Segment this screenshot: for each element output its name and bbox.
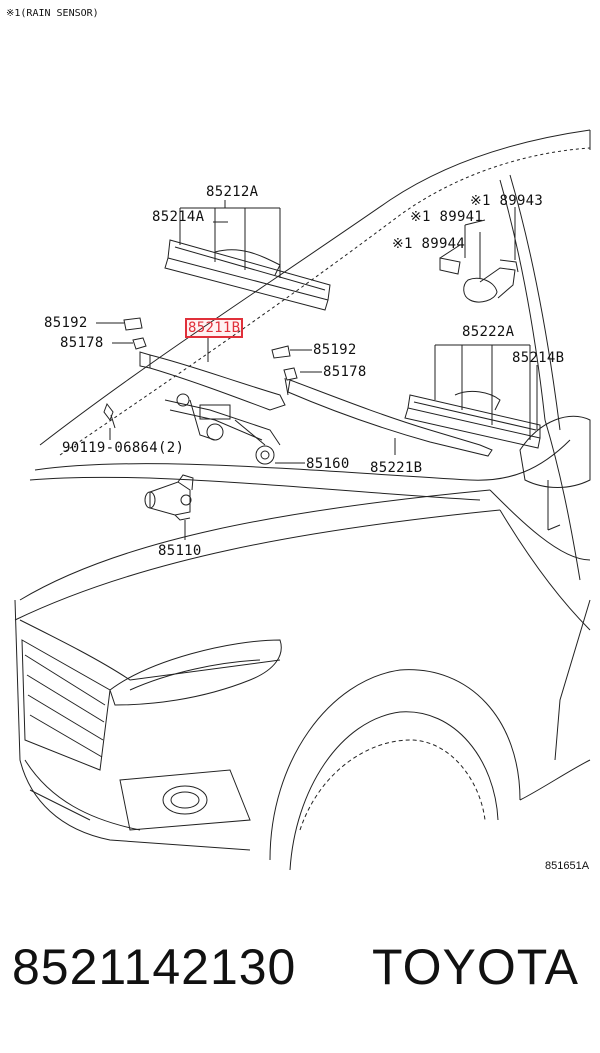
callout-85211B-highlighted[interactable]: 85211B: [185, 318, 244, 338]
rain-sensor-note: ※1(RAIN SENSOR): [6, 8, 99, 19]
callout-90119-06864[interactable]: 90119-06864(2): [62, 440, 185, 456]
callout-85214B[interactable]: 85214B: [512, 350, 565, 366]
callout-85212A[interactable]: 85212A: [206, 184, 259, 200]
callout-89943[interactable]: ※1 89943: [470, 193, 544, 209]
callout-85192-left[interactable]: 85192: [44, 315, 88, 331]
callout-85192-right[interactable]: 85192: [313, 342, 357, 358]
parts-diagram: ※1(RAIN SENSOR) 85212A 85214A ※1 89943 ※…: [0, 0, 600, 900]
callout-85110[interactable]: 85110: [158, 543, 202, 559]
callout-85214A[interactable]: 85214A: [152, 209, 205, 225]
callout-85178-left[interactable]: 85178: [60, 335, 104, 351]
vehicle-line-drawing: [0, 0, 600, 900]
brand-name: TOYOTA: [372, 939, 579, 995]
callout-85222A[interactable]: 85222A: [462, 324, 515, 340]
callout-85178-right[interactable]: 85178: [323, 364, 367, 380]
diagram-code: 851651A: [545, 860, 590, 872]
part-number: 8521142130: [12, 939, 297, 995]
callout-89941[interactable]: ※1 89941: [410, 209, 484, 225]
callout-89944[interactable]: ※1 89944: [392, 236, 466, 252]
callout-85160[interactable]: 85160: [306, 456, 350, 472]
callout-85221B[interactable]: 85221B: [370, 460, 423, 476]
